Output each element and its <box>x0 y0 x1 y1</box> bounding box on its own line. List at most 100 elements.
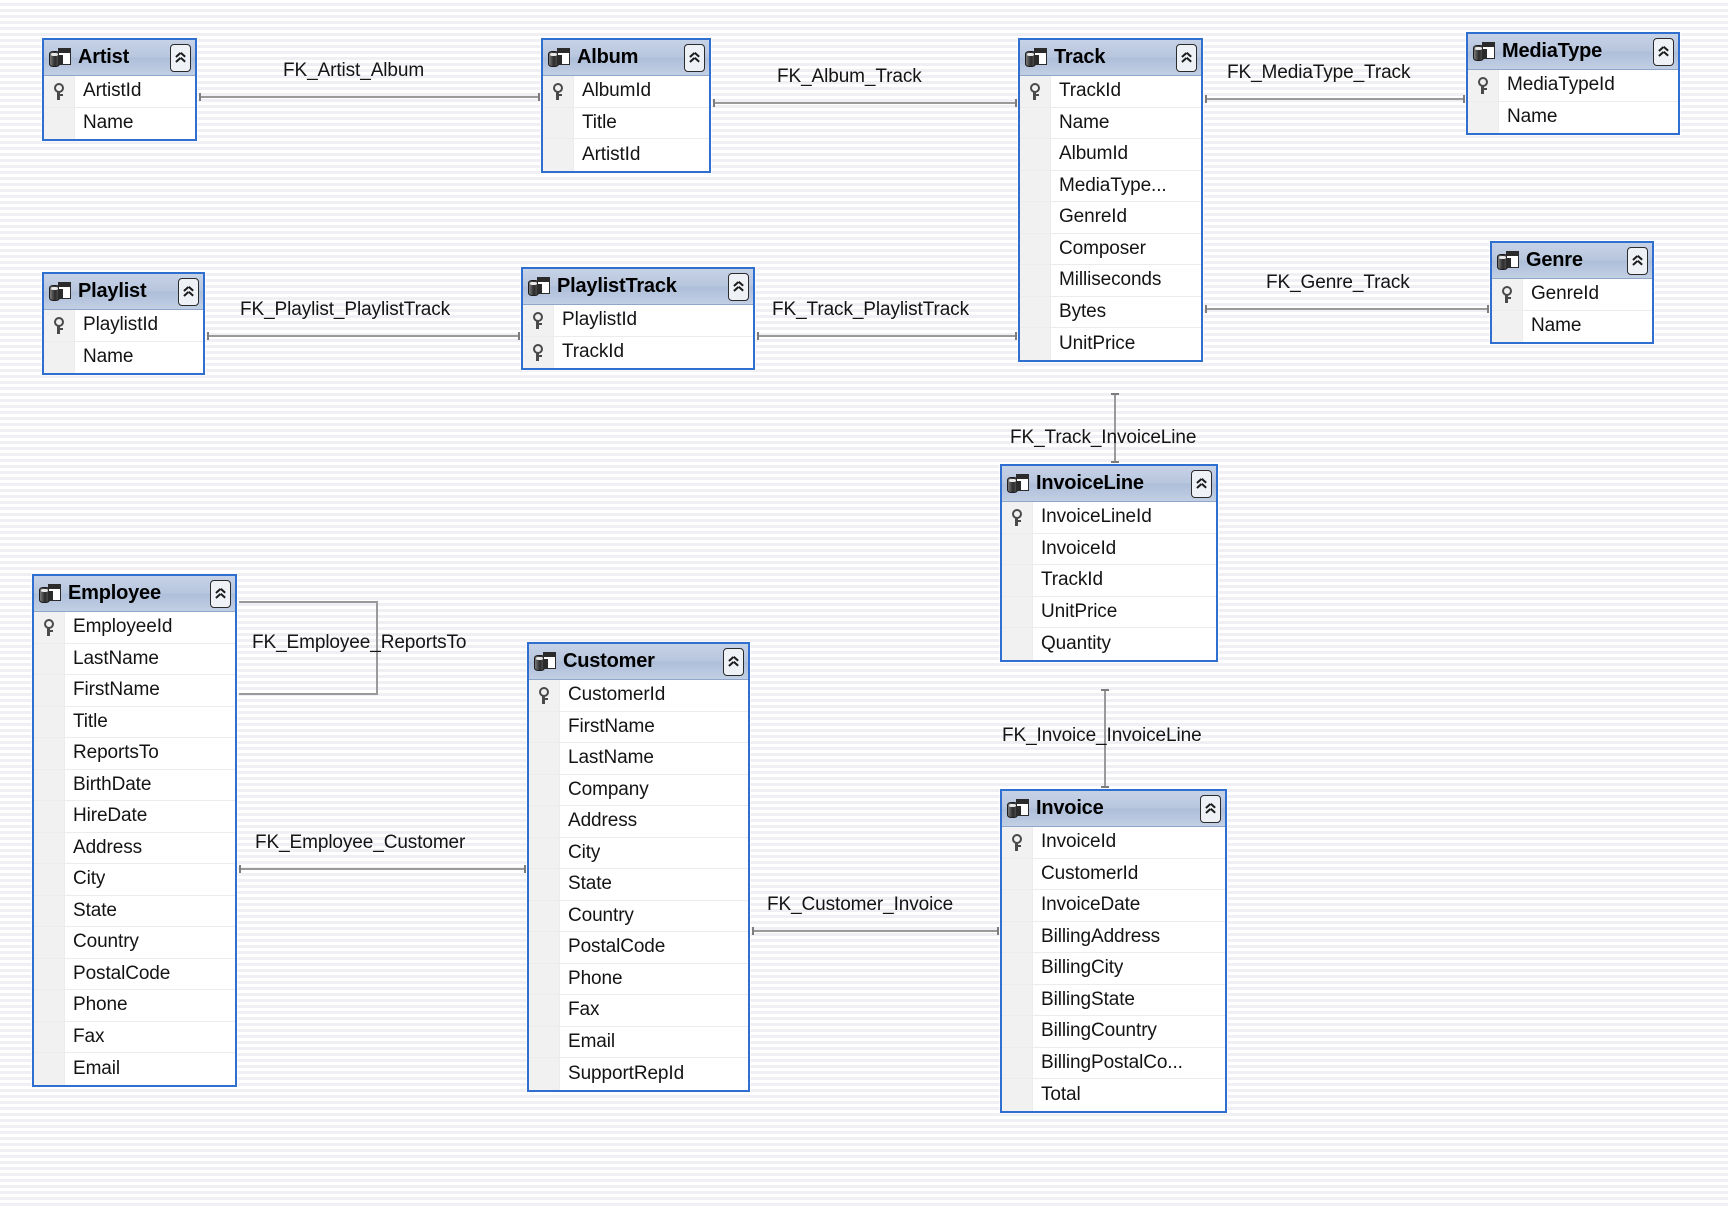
relationship-line[interactable] <box>713 102 1017 104</box>
entity-column-row[interactable]: BillingCity <box>1002 953 1225 985</box>
entity-column-row[interactable]: TrackId <box>523 336 753 368</box>
entity-column-row[interactable]: GenreId <box>1020 202 1201 234</box>
entity-column-row[interactable]: BillingCountry <box>1002 1016 1225 1048</box>
relationship-line[interactable] <box>1205 98 1465 100</box>
entity-column-row[interactable]: Email <box>34 1053 235 1085</box>
entity-column-row[interactable]: Phone <box>34 990 235 1022</box>
entity-header[interactable]: Customer <box>529 644 748 680</box>
entity-column-row[interactable]: UnitPrice <box>1002 596 1216 628</box>
double-chevron-up-icon[interactable] <box>1653 37 1674 66</box>
entity-column-row[interactable]: Total <box>1002 1079 1225 1111</box>
entity-column-row[interactable]: FirstName <box>529 711 748 743</box>
entity-column-row[interactable]: PostalCode <box>34 958 235 990</box>
entity-column-row[interactable]: ArtistId <box>543 139 709 171</box>
entity-column-row[interactable]: BillingAddress <box>1002 921 1225 953</box>
entity-column-row[interactable]: BillingState <box>1002 984 1225 1016</box>
entity-column-row[interactable]: ReportsTo <box>34 738 235 770</box>
entity-column-row[interactable]: UnitPrice <box>1020 328 1201 360</box>
entity-column-row[interactable]: EmployeeId <box>34 612 235 644</box>
entity-column-row[interactable]: InvoiceId <box>1002 827 1225 859</box>
entity-header[interactable]: InvoiceLine <box>1002 466 1216 502</box>
entity-column-row[interactable]: Country <box>34 927 235 959</box>
entity-column-row[interactable]: Phone <box>529 963 748 995</box>
entity-column-row[interactable]: State <box>34 895 235 927</box>
self-relationship-loop[interactable] <box>239 601 378 695</box>
double-chevron-up-icon[interactable] <box>728 272 749 301</box>
entity-column-row[interactable]: ArtistId <box>44 76 195 108</box>
entity-column-row[interactable]: Name <box>44 107 195 139</box>
double-chevron-up-icon[interactable] <box>1176 43 1197 72</box>
relationship-line[interactable] <box>1114 393 1116 463</box>
entity-column-row[interactable]: Company <box>529 774 748 806</box>
entity-column-row[interactable]: Name <box>44 341 203 373</box>
relationship-line[interactable] <box>757 335 1017 337</box>
entity-column-row[interactable]: InvoiceLineId <box>1002 502 1216 534</box>
entity-column-row[interactable]: Fax <box>529 995 748 1027</box>
entity-column-row[interactable]: InvoiceDate <box>1002 890 1225 922</box>
entity-column-row[interactable]: PlaylistId <box>44 310 203 342</box>
entity-column-row[interactable]: Milliseconds <box>1020 265 1201 297</box>
entity-column-row[interactable]: Title <box>543 107 709 139</box>
entity-column-row[interactable]: MediaTypeId <box>1468 70 1678 102</box>
entity-column-row[interactable]: Bytes <box>1020 296 1201 328</box>
entity-column-row[interactable]: GenreId <box>1492 279 1652 311</box>
double-chevron-up-icon[interactable] <box>1191 469 1212 498</box>
entity-column-row[interactable]: Composer <box>1020 233 1201 265</box>
entity-header[interactable]: Album <box>543 40 709 76</box>
relationship-line[interactable] <box>239 868 526 870</box>
entity-header[interactable]: Genre <box>1492 243 1652 279</box>
double-chevron-up-icon[interactable] <box>684 43 705 72</box>
entity-column-row[interactable]: City <box>34 864 235 896</box>
entity-column-row[interactable]: SupportRepId <box>529 1058 748 1090</box>
relationship-line[interactable] <box>1205 308 1489 310</box>
entity-column-row[interactable]: Address <box>34 832 235 864</box>
entity-column-row[interactable]: Fax <box>34 1021 235 1053</box>
entity-column-row[interactable]: Name <box>1492 310 1652 342</box>
double-chevron-up-icon[interactable] <box>723 647 744 676</box>
entity-column-row[interactable]: LastName <box>34 643 235 675</box>
entity-column-row[interactable]: Title <box>34 706 235 738</box>
entity-column-row[interactable]: LastName <box>529 743 748 775</box>
entity-column-row[interactable]: BillingPostalCo... <box>1002 1047 1225 1079</box>
entity-column-row[interactable]: CustomerId <box>529 680 748 712</box>
entity-column-row[interactable]: AlbumId <box>543 76 709 108</box>
entity-column-row[interactable]: State <box>529 869 748 901</box>
entity-column-row[interactable]: AlbumId <box>1020 139 1201 171</box>
double-chevron-up-icon[interactable] <box>178 277 199 306</box>
entity-header[interactable]: MediaType <box>1468 34 1678 70</box>
entity-column-row[interactable]: BirthDate <box>34 769 235 801</box>
entity-column-row[interactable]: HireDate <box>34 801 235 833</box>
entity-column-row[interactable]: TrackId <box>1020 76 1201 108</box>
entity-column-row[interactable]: FirstName <box>34 675 235 707</box>
entity-column-row[interactable]: Quantity <box>1002 628 1216 660</box>
entity-column-row[interactable]: Address <box>529 806 748 838</box>
entity-header[interactable]: Artist <box>44 40 195 76</box>
entity-column-row[interactable]: City <box>529 837 748 869</box>
entity-header[interactable]: Playlist <box>44 274 203 310</box>
entity-column-row[interactable]: PlaylistId <box>523 305 753 337</box>
entity-header[interactable]: Invoice <box>1002 791 1225 827</box>
relationship-line[interactable] <box>207 335 520 337</box>
entity-column-row[interactable]: PostalCode <box>529 932 748 964</box>
entity-column-row[interactable]: Name <box>1020 107 1201 139</box>
entity-header[interactable]: PlaylistTrack <box>523 269 753 305</box>
double-chevron-up-icon[interactable] <box>1627 246 1648 275</box>
relationship-line[interactable] <box>199 96 540 98</box>
entity-column-row[interactable]: CustomerId <box>1002 858 1225 890</box>
entity-column-row[interactable]: MediaType... <box>1020 170 1201 202</box>
relationship-line[interactable] <box>752 930 999 932</box>
entity-column-row[interactable]: Name <box>1468 101 1678 133</box>
entity-column-row[interactable]: InvoiceId <box>1002 533 1216 565</box>
